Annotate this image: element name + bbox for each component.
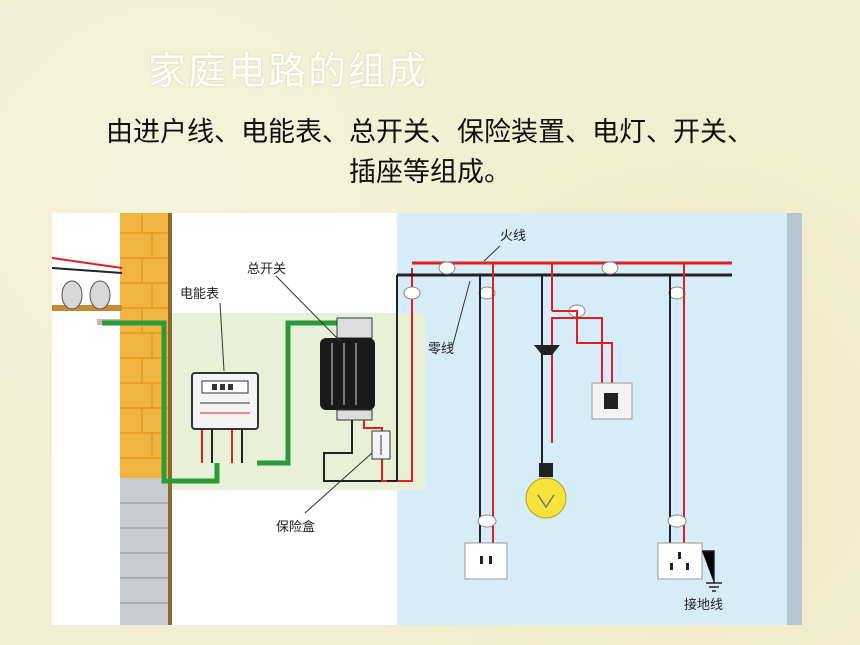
fuse-box — [371, 430, 391, 460]
body-line-2: 插座等组成。 — [349, 157, 511, 188]
label-fire-wire: 火线 — [500, 229, 526, 244]
socket-two-pin — [464, 542, 508, 580]
label-meter: 电能表 — [180, 287, 219, 302]
socket-three-pin — [657, 542, 703, 580]
household-circuit-diagram: 火线 总开关 电能表 零线 保险盒 接地线 — [52, 213, 802, 625]
ground-symbol — [702, 550, 722, 592]
junctions — [403, 261, 686, 318]
label-neutral-wire: 零线 — [428, 342, 454, 357]
body-line-1: 由进户线、电能表、总开关、保险装置、电灯、开关、 — [106, 117, 754, 148]
service-cable — [102, 320, 220, 484]
right-edge-shadow — [787, 213, 802, 625]
label-main-switch: 总开关 — [247, 262, 286, 277]
ceiling-rose — [534, 345, 560, 355]
switch-plate — [591, 382, 633, 420]
light-bulb — [525, 463, 567, 519]
service-insulators — [52, 257, 123, 325]
brick-wall — [120, 213, 172, 625]
cable-to-switch — [257, 320, 337, 466]
main-switch — [320, 317, 375, 421]
slide-body-text: 由进户线、电能表、总开关、保险装置、电灯、开关、 插座等组成。 — [0, 113, 860, 193]
meter-wires — [201, 428, 243, 463]
label-fuse-box: 保险盒 — [276, 519, 315, 535]
electric-meter — [191, 372, 259, 430]
label-ground-wire: 接地线 — [684, 597, 723, 613]
slide-title: 家庭电路的组成 — [148, 49, 429, 93]
